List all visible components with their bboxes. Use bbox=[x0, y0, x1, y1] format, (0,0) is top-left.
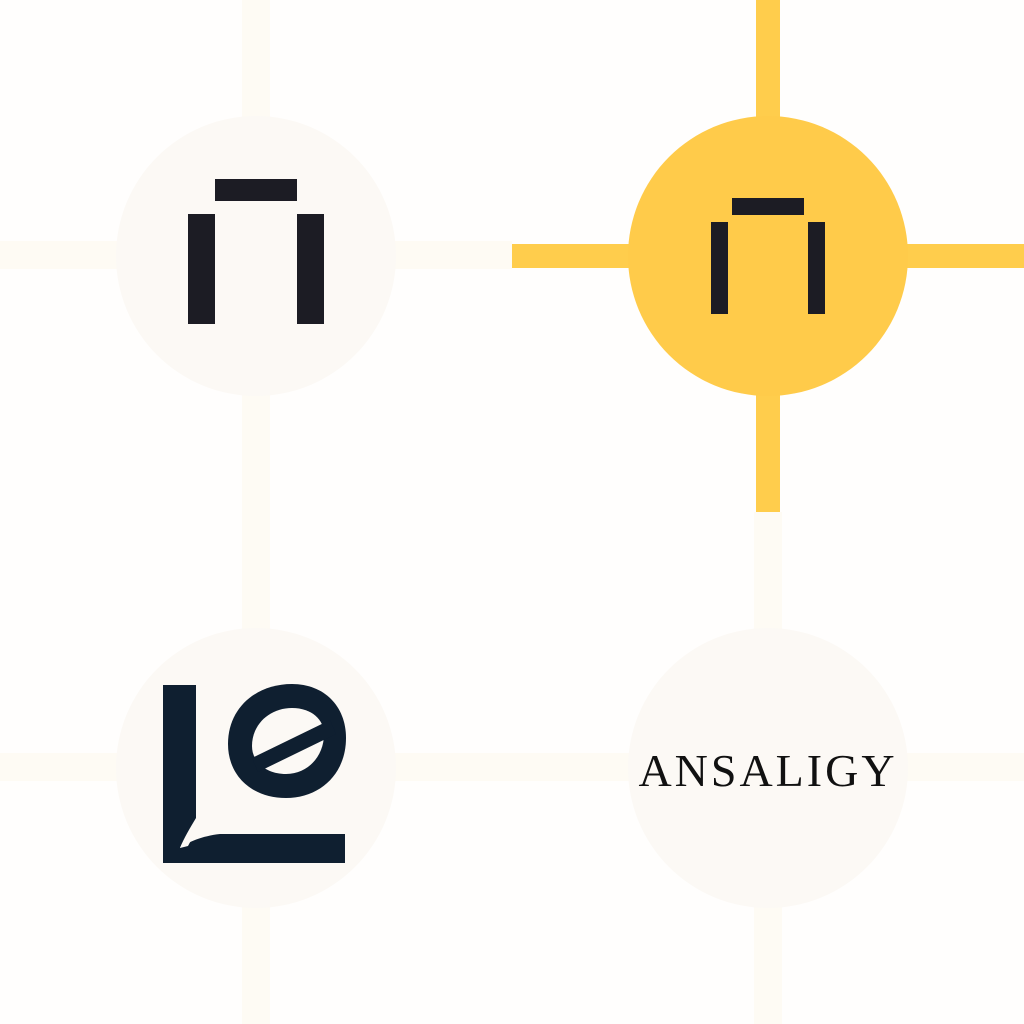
brand-wordmark: ANSALIGY bbox=[638, 744, 898, 796]
logo-circle bbox=[628, 116, 908, 396]
logo-tile-cream-bracket bbox=[0, 0, 512, 512]
logo-tile-wordmark: ANSALIGY bbox=[512, 512, 1024, 1024]
logo-tile-le-monogram bbox=[0, 512, 512, 1024]
le-monogram-icon bbox=[163, 684, 346, 863]
logo-tile-yellow-bracket bbox=[512, 0, 1024, 512]
bracket-icon bbox=[188, 179, 324, 324]
bracket-icon bbox=[711, 198, 825, 314]
logo-circle bbox=[628, 628, 908, 908]
logo-circle bbox=[116, 116, 396, 396]
